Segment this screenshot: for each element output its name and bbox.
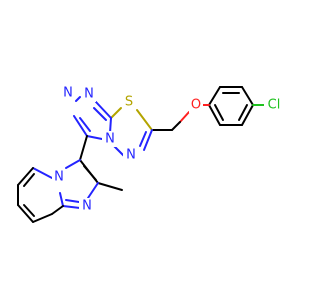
atom-label: N [105, 132, 115, 147]
bond-ch2 [171, 121, 181, 131]
bond [136, 109, 153, 131]
atom-label: N [54, 170, 64, 185]
bond-double-inner [65, 199, 80, 203]
atom-n-thiadiazole-lower: N [123, 147, 139, 163]
molecule-structure-diagram: N N S O Cl N N N N [17, 85, 284, 223]
atom-n-triazole-top-left: N [61, 85, 75, 101]
atom-label: N [63, 86, 73, 101]
bond [32, 167, 53, 179]
atom-label: O [191, 98, 201, 113]
bond-triazole-imidazole [79, 135, 88, 161]
bond-double-inner [238, 104, 248, 121]
bond [17, 167, 34, 186]
bond [62, 205, 81, 209]
bond-double-inner [139, 131, 147, 147]
atom-n-imidazole: N [79, 198, 95, 214]
bond [51, 205, 64, 215]
bond [110, 107, 122, 119]
imidazole-ring [59, 159, 123, 209]
bond-double-inner [23, 173, 35, 187]
bond-methyl [97, 182, 123, 191]
bond [59, 192, 64, 207]
atom-label: N [84, 87, 94, 102]
bond [86, 135, 103, 140]
atom-s-thiadiazole: S [122, 94, 136, 110]
bond [87, 182, 99, 199]
bond [73, 115, 88, 137]
chlorophenyl-ring [208, 86, 254, 126]
bond [109, 117, 112, 134]
atom-n-bridgehead: N [102, 131, 118, 147]
bond [65, 159, 81, 169]
bond-double-inner [93, 107, 107, 121]
bond [75, 96, 81, 102]
atom-o-ether: O [189, 97, 203, 113]
bond [241, 86, 254, 106]
atom-n-bridge-pyridine: N [52, 169, 66, 185]
pyridine-ring [17, 167, 64, 223]
bond-double-inner [79, 117, 91, 132]
atom-label: Cl [268, 98, 281, 113]
atom-cl-chloro: Cl [264, 97, 284, 113]
bond [208, 104, 221, 126]
triazole-ring [73, 96, 112, 140]
bond [95, 101, 112, 119]
bond [241, 104, 254, 126]
bond-double-inner [214, 104, 224, 121]
bond-double-inner [83, 165, 97, 181]
atom-label: N [126, 148, 136, 163]
bond [32, 213, 53, 223]
bond [17, 204, 34, 223]
atom-label: S [125, 95, 133, 110]
atom-label: N [82, 199, 92, 214]
bond [208, 86, 221, 106]
atom-n-triazole-top-right: N [82, 86, 96, 102]
bond-o-ch2 [179, 111, 190, 123]
bond [143, 129, 153, 151]
bond-double-inner [23, 204, 35, 217]
